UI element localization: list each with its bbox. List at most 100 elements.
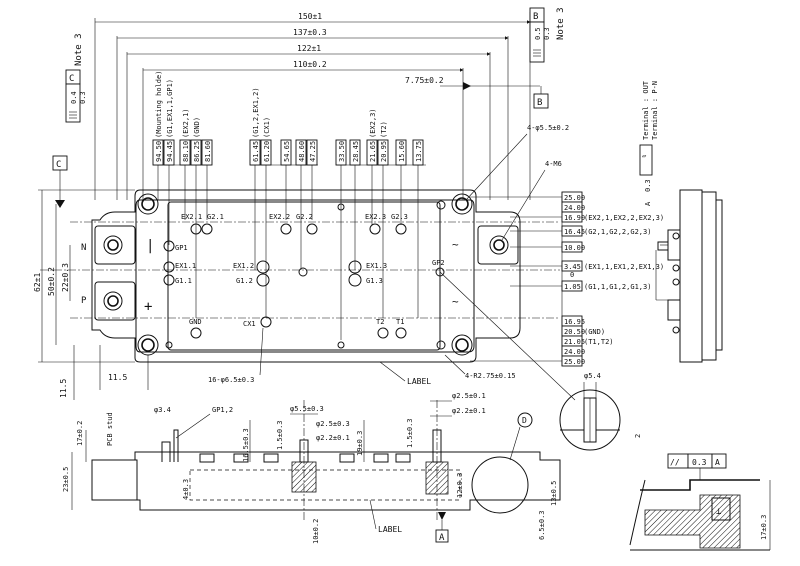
pin-gnd: GND (189, 318, 202, 326)
ybox-8: 16.95 (561, 315, 585, 327)
xcol-7: 54.65 (280, 139, 292, 220)
svg-text:20.95: 20.95 (380, 141, 388, 162)
svg-text:(T1,T2): (T1,T2) (584, 338, 614, 346)
svg-text:⊥: ⊥ (716, 507, 722, 517)
note3-left-block: C 0.4 0.3 Note 3 (65, 33, 87, 123)
terminal-pn: Terminal : P-N (651, 81, 659, 140)
svg-text:11.5: 11.5 (59, 379, 68, 398)
tol-04: 0.4 (70, 91, 78, 104)
dim-110: 110±0.2 (293, 60, 327, 69)
svg-text:88.10: 88.10 (182, 141, 190, 162)
y-coordinate-boxes: 25.00 24.00 16.90(EX2,1,EX2,2,EX2,3) 16.… (470, 191, 664, 367)
svg-text:11.5: 11.5 (108, 373, 127, 382)
svg-text:(EX1,1,EX1,2,EX1,3): (EX1,1,EX1,2,EX1,3) (584, 263, 664, 271)
svg-text:LABEL: LABEL (378, 525, 402, 534)
svg-text:(EX2,1): (EX2,1) (182, 108, 190, 138)
svg-text:17±0.3: 17±0.3 (760, 515, 768, 540)
svg-text:50±0.2: 50±0.2 (47, 267, 56, 296)
svg-text:13.75: 13.75 (415, 141, 423, 162)
module-top-view: N P | + ~ ~ EX2.1 G2.1 EX2.2 G2.2 (40, 189, 560, 363)
svg-text:(T2): (T2) (380, 121, 388, 138)
terminal-n: N (81, 243, 86, 253)
svg-text:25.00: 25.00 (564, 358, 585, 366)
svg-text:17±0.2: 17±0.2 (76, 421, 84, 446)
callout-label-top: LABEL (407, 377, 431, 386)
datum-b: B (537, 98, 542, 108)
svg-text:48.60: 48.60 (298, 141, 306, 162)
ybox-6: 0 (570, 271, 574, 279)
pin-g11: G1.1 (175, 277, 192, 285)
tilde-sign-2: ~ (452, 295, 459, 308)
svg-text:0: 0 (570, 271, 574, 279)
svg-text:φ5.5±0.3: φ5.5±0.3 (290, 405, 324, 413)
svg-text:6.5±0.3: 6.5±0.3 (538, 510, 546, 540)
svg-text:12±0.3: 12±0.3 (456, 473, 464, 498)
svg-text:94.50: 94.50 (155, 141, 163, 162)
svg-text:15.60: 15.60 (398, 141, 406, 162)
svg-text:φ2.5±0.3: φ2.5±0.3 (316, 420, 350, 428)
svg-text:33.50: 33.50 (338, 141, 346, 162)
pin-ex23: EX2.3 (365, 213, 386, 221)
svg-text:28.45: 28.45 (352, 141, 360, 162)
svg-text:16.95: 16.95 (564, 318, 585, 326)
svg-text:10±0.2: 10±0.2 (312, 519, 320, 544)
svg-text:94.45: 94.45 (166, 141, 174, 162)
svg-text:PCB stud: PCB stud (106, 412, 114, 446)
ybox-4: 10.00 (510, 241, 585, 253)
x-coordinate-columns: 94.50(Mounting holde) 94.45(G1,EX1,1,GP1… (152, 71, 426, 340)
minus-sign: | (146, 238, 154, 254)
terminal-out: Terminal : OUT (642, 80, 650, 140)
callout-phi65: 16-φ6.5±0.3 (208, 376, 254, 384)
svg-text:22±0.3: 22±0.3 (61, 263, 70, 292)
callout-r275: 4-R2.75±0.15 (465, 372, 516, 380)
terminal-p: P (81, 296, 87, 306)
svg-text:47.25: 47.25 (309, 141, 317, 162)
xcol-4: 81.60 (201, 139, 213, 220)
svg-text:13±0.5: 13±0.5 (550, 481, 558, 506)
plus-sign: + (144, 299, 152, 315)
svg-text:20.50: 20.50 (564, 328, 585, 336)
svg-text:(GND): (GND) (584, 328, 605, 336)
svg-text:φ5.4: φ5.4 (584, 372, 601, 380)
svg-text:19±0.3: 19±0.3 (356, 431, 364, 456)
svg-text:▱: ▱ (642, 152, 647, 160)
ybox-2: 16.90(EX2,1,EX2,2,EX2,3) (510, 211, 664, 223)
xcol-12: 21.65(EX2,3) (366, 108, 378, 225)
pin-ex21: EX2.1 (181, 213, 202, 221)
xcol-10: 33.50 (335, 139, 347, 340)
svg-text:1.5±0.3: 1.5±0.3 (276, 420, 284, 450)
ybox-11: 24.00 (561, 345, 585, 357)
svg-text:(CX1): (CX1) (263, 117, 271, 138)
svg-text:φ2.5±0.1: φ2.5±0.1 (452, 392, 486, 400)
pin-gp1: GP1 (175, 244, 188, 252)
xcol-9: 47.25 (306, 139, 318, 220)
svg-text:54.65: 54.65 (283, 141, 291, 162)
dim-150: 150±1 (298, 12, 322, 21)
svg-text:(G1,2,EX1,2): (G1,2,EX1,2) (252, 87, 260, 138)
svg-text:3.45: 3.45 (564, 263, 581, 271)
detail-d-view: // 0.3 A ⊥ 17±0.3 (629, 453, 771, 551)
tilde-sign: ~ (452, 238, 459, 251)
svg-text:C: C (56, 160, 61, 170)
svg-text:21.65: 21.65 (369, 141, 377, 162)
ybox-1: 24.00 (561, 201, 585, 213)
svg-text:23±0.5: 23±0.5 (62, 467, 70, 492)
svg-text:(G2,1,G2,2,G2,3): (G2,1,G2,2,G2,3) (584, 228, 651, 236)
svg-text:(Mounting holde): (Mounting holde) (155, 71, 163, 138)
svg-text:16.45: 16.45 (564, 228, 585, 236)
svg-text:10.00: 10.00 (564, 244, 585, 252)
callout-phi55: 4-φ5.5±0.2 (527, 124, 569, 132)
pin-ex22: EX2.2 (269, 213, 290, 221)
pin-g22: G2.2 (296, 213, 313, 221)
pin-t2: T2 (376, 318, 384, 326)
pins-upper-row (163, 223, 445, 339)
detail-phi54: φ5.4 2 (559, 372, 642, 451)
dim-7-75: 7.75±0.2 (405, 76, 444, 85)
side-view-right: Terminal : OUT Terminal : P-N ▱ 0.3 A (639, 80, 723, 363)
ybox-3: 16.45(G2,1,G2,2,G2,3) (510, 225, 651, 237)
ybox-0: 25.00 (470, 191, 585, 203)
svg-text:61.20: 61.20 (263, 141, 271, 162)
svg-text:GP1,2: GP1,2 (212, 406, 233, 414)
pin-ex12: EX1.2 (233, 262, 254, 270)
pin-cx1: CX1 (243, 320, 256, 328)
